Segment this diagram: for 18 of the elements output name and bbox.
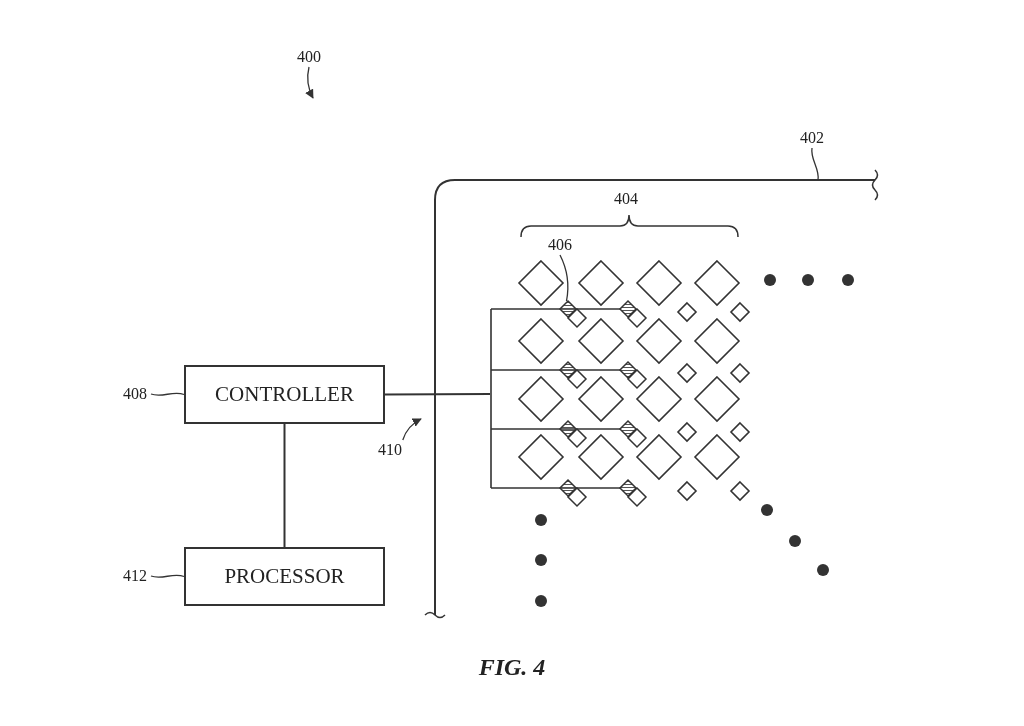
arrow: [402, 418, 422, 441]
reference-numeral: 400: [294, 47, 324, 67]
reference-numeral: 402: [797, 128, 827, 148]
processor-box: PROCESSOR: [184, 547, 385, 606]
reference-numeral: 410: [374, 440, 406, 460]
reference-numeral: 406: [545, 235, 575, 255]
leader-line: [559, 254, 569, 302]
leader-line: [150, 574, 185, 578]
reference-numeral: 404: [614, 189, 638, 209]
connection-line: [384, 393, 491, 396]
connection-line: [283, 423, 286, 548]
reference-numeral: 408: [119, 384, 151, 404]
reference-numeral: 412: [119, 566, 151, 586]
arrow: [305, 66, 314, 99]
figure-caption: FIG. 4: [478, 654, 546, 680]
leader-line: [811, 147, 819, 181]
leader-line: [150, 392, 185, 396]
controller-box: CONTROLLER: [184, 365, 385, 424]
